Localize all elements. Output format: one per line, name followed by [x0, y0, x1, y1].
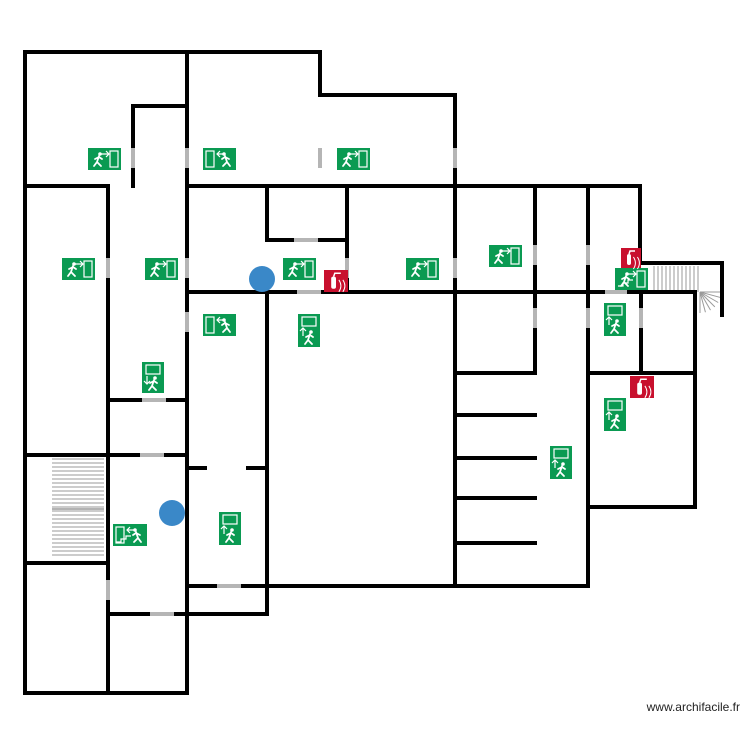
stair-tread [699, 291, 721, 298]
exit-sign-left [203, 148, 236, 170]
exit-sign-up [219, 512, 241, 545]
fire-extinguisher-icon [627, 250, 640, 270]
arrow-icon [216, 316, 225, 324]
running-person-icon [411, 262, 421, 277]
fire-extinguisher-sign [621, 248, 641, 270]
door-icon [510, 247, 520, 265]
exit-sign-up [550, 446, 572, 479]
arrow-icon [158, 260, 167, 268]
exit-sign-right [489, 245, 522, 267]
running-person-icon [556, 462, 566, 477]
fire-extinguisher-sign [324, 270, 348, 293]
exit-sign-right [62, 258, 95, 280]
door-icon [115, 526, 125, 544]
arrow-icon [502, 247, 511, 255]
stair-tread [699, 291, 711, 311]
running-person-icon [148, 376, 158, 391]
fire-extinguisher-icon [331, 272, 346, 293]
running-person-icon [494, 249, 504, 264]
exit-sign-right [88, 148, 121, 170]
exit-sign-right [406, 258, 439, 280]
door-icon [607, 305, 623, 316]
assembly-marker [249, 266, 275, 292]
running-person-icon [150, 262, 160, 277]
exit-sign-right [145, 258, 178, 280]
door-icon [607, 400, 623, 411]
exit-sign-up [604, 303, 626, 336]
stairs [52, 266, 721, 556]
running-person-icon [93, 152, 103, 167]
running-person-icon [610, 414, 620, 429]
door-icon [427, 260, 437, 278]
arrow-icon [220, 525, 228, 534]
exit-sign-left [203, 314, 236, 336]
running-person-icon [225, 528, 235, 543]
running-person-icon [304, 330, 314, 345]
door-icon [553, 448, 569, 459]
running-person-icon [288, 262, 298, 277]
arrow-icon [143, 376, 151, 385]
door-icon [304, 260, 314, 278]
running-person-icon [342, 152, 352, 167]
running-person-icon [67, 262, 77, 277]
stairs-icon [116, 535, 131, 543]
stair-tread [699, 291, 719, 303]
door-icon [301, 316, 317, 327]
arrow-icon [126, 526, 135, 534]
stair-tread [699, 291, 706, 313]
arrow-icon [628, 270, 637, 278]
exit-sign-right [283, 258, 316, 280]
assembly-markers [159, 266, 275, 526]
stair-tread [699, 291, 716, 308]
watermark: www.archifacile.fr [646, 700, 740, 714]
door-icon [83, 260, 93, 278]
running-person-icon [620, 272, 630, 287]
door-icon [145, 364, 161, 375]
arrow-icon [101, 150, 110, 158]
doors [106, 148, 643, 616]
door-icon [109, 150, 119, 168]
arrow-icon [605, 316, 613, 325]
door-icon [636, 270, 646, 288]
arrow-icon [216, 150, 225, 158]
fire-extinguisher-sign [630, 376, 654, 399]
door-icon [222, 514, 238, 525]
door-icon [205, 316, 215, 334]
arrow-icon [419, 260, 428, 268]
door-icon [205, 150, 215, 168]
exit-sign-up [298, 314, 320, 347]
exit-sign-stairs-left [113, 524, 147, 546]
exit-sign-stairs-right [615, 268, 648, 290]
arrow-icon [605, 411, 613, 420]
door-icon [358, 150, 368, 168]
walls [23, 50, 724, 695]
exit-sign-right [337, 148, 370, 170]
exit-sign-up [604, 398, 626, 431]
arrow-icon [551, 459, 559, 468]
arrow-icon [299, 327, 307, 336]
exit-sign-down [142, 362, 164, 393]
fire-extinguisher-icon [637, 378, 652, 399]
arrow-icon [75, 260, 84, 268]
stairs-icon [618, 279, 633, 287]
door-icon [166, 260, 176, 278]
arrow-icon [296, 260, 305, 268]
arrow-icon [350, 150, 359, 158]
running-person-icon [610, 319, 620, 334]
safety-signs [62, 148, 654, 546]
assembly-marker [159, 500, 185, 526]
